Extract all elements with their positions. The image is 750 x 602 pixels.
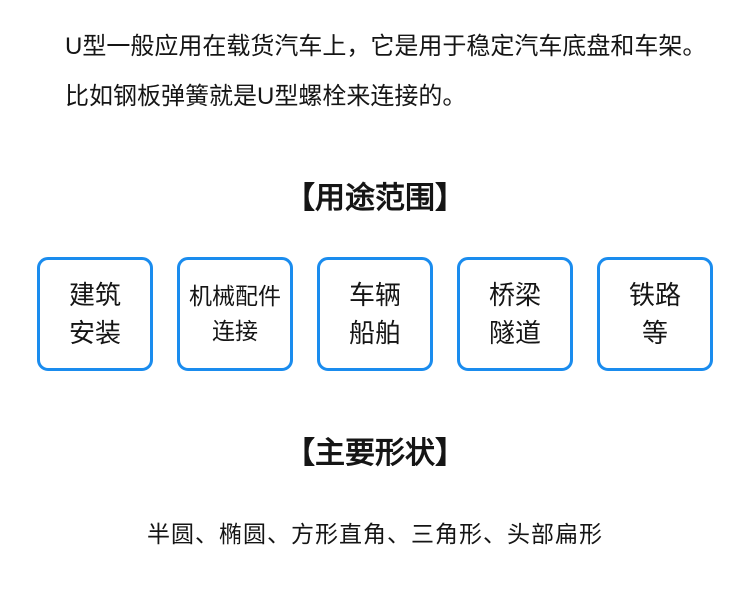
usage-box-bridge: 桥梁 隧道	[457, 257, 573, 371]
usage-box-vehicle: 车辆 船舶	[317, 257, 433, 371]
section-heading-usage: 【用途范围】	[285, 182, 465, 215]
intro-line-1: U型一般应用在载货汽车上，它是用于稳定汽车底盘和车架。	[65, 33, 707, 60]
intro-paragraph: U型一般应用在载货汽车上，它是用于稳定汽车底盘和车架。 比如钢板弹簧就是U型螺栓…	[65, 22, 710, 122]
usage-box-label-line: 等	[641, 318, 668, 348]
usage-box-machinery: 机械配件 连接	[177, 257, 293, 371]
intro-line-2: 比如钢板弹簧就是U型螺栓来连接的。	[65, 83, 467, 110]
usage-box-label-line: 船舶	[348, 318, 401, 348]
usage-box-railway: 铁路 等	[597, 257, 713, 371]
usage-box-label-line: 桥梁	[488, 280, 541, 310]
shapes-list: 半圆、椭圆、方形直角、三角形、头部扁形	[147, 521, 603, 547]
section-heading-shapes: 【主要形状】	[285, 437, 465, 470]
usage-box-label-line: 安装	[68, 318, 121, 348]
usage-box-label-line: 隧道	[488, 318, 541, 348]
usage-box-label-line: 连接	[212, 318, 258, 344]
usage-box-label-line: 铁路	[628, 280, 681, 310]
usage-box-label-line: 机械配件	[189, 283, 281, 309]
usage-box-label-line: 建筑	[68, 280, 121, 310]
usage-box-label-line: 车辆	[348, 280, 401, 310]
usage-box-row: 建筑 安装 机械配件 连接 车辆 船舶 桥梁 隧道 铁路 等	[0, 257, 750, 371]
page: U型一般应用在载货汽车上，它是用于稳定汽车底盘和车架。 比如钢板弹簧就是U型螺栓…	[0, 22, 750, 602]
usage-box-construction: 建筑 安装	[37, 257, 153, 371]
